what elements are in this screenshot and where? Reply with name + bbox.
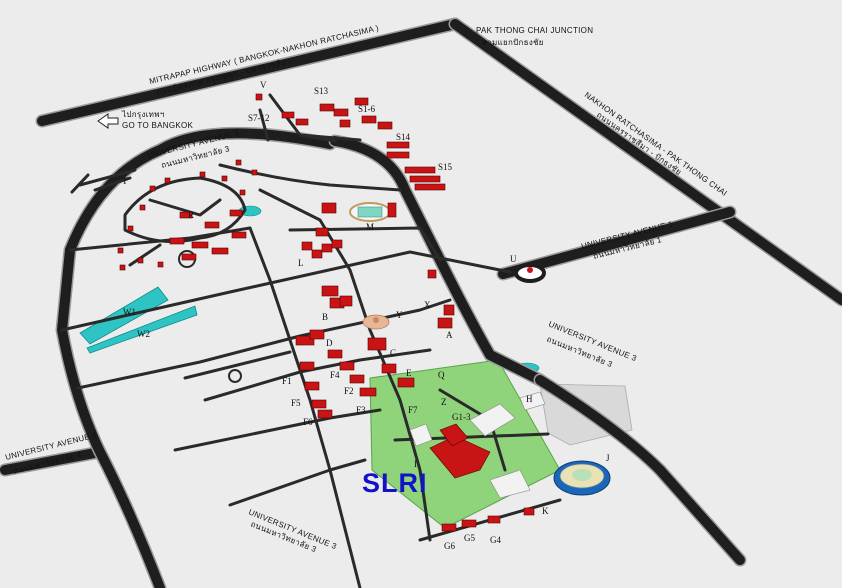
label-f7: F7 bbox=[408, 405, 418, 415]
label-w2: W2 bbox=[137, 329, 150, 339]
label-g4: G4 bbox=[490, 535, 501, 545]
buildings bbox=[117, 93, 546, 532]
label-b: B bbox=[322, 312, 328, 322]
sports-field-m bbox=[349, 202, 391, 222]
label-f6: F6 bbox=[303, 417, 313, 427]
label-s15: S15 bbox=[438, 162, 453, 172]
label-f3: F3 bbox=[356, 405, 366, 415]
label-u: U bbox=[510, 254, 517, 264]
label-s13: S13 bbox=[314, 86, 329, 96]
label-f1: F1 bbox=[282, 376, 292, 386]
label-s14: S14 bbox=[396, 132, 411, 142]
label-m: M bbox=[366, 222, 374, 232]
label-t: T bbox=[122, 176, 128, 186]
label-v: V bbox=[260, 80, 267, 90]
slri-label: SLRI bbox=[362, 468, 428, 498]
label-k: K bbox=[542, 506, 549, 516]
label-e: E bbox=[406, 368, 412, 378]
label-l: L bbox=[298, 258, 304, 268]
label-y: Y bbox=[396, 310, 403, 320]
to-bangkok-thai: ไปกรุงเทพฯ bbox=[121, 110, 165, 119]
label-f4: F4 bbox=[330, 370, 340, 380]
label-i: I bbox=[414, 459, 417, 469]
label-s1-6: S1-6 bbox=[358, 104, 376, 114]
roundabout-u bbox=[514, 263, 546, 283]
label-w1: W1 bbox=[123, 307, 136, 317]
road-label-pak-thong-chai-thai: สามแยกปักธงชัย bbox=[482, 38, 544, 47]
label-s7-12: S7-12 bbox=[248, 113, 270, 123]
label-j: J bbox=[606, 453, 610, 463]
location-labels: V S13 S1-6 S7-12 S14 S15 T R M L U X B Y… bbox=[122, 80, 610, 551]
label-f5: F5 bbox=[291, 398, 301, 408]
label-z: Z bbox=[441, 397, 447, 407]
label-g6: G6 bbox=[444, 541, 455, 551]
label-g1-3: G1-3 bbox=[452, 412, 471, 422]
label-a: A bbox=[446, 330, 453, 340]
arrow-left-icon bbox=[97, 113, 119, 129]
label-h: H bbox=[526, 394, 533, 404]
road-label-nakhon-ratchasima: NAKHON RATCHASIMA - PAK THONG CHAI bbox=[583, 90, 729, 198]
plaza-y bbox=[362, 314, 390, 330]
label-x: X bbox=[424, 300, 431, 310]
slri-dome-j bbox=[553, 460, 611, 496]
label-f2: F2 bbox=[344, 386, 354, 396]
label-r: R bbox=[188, 210, 194, 220]
label-q: Q bbox=[438, 370, 445, 380]
road-label-pak-thong-chai: PAK THONG CHAI JUNCTION bbox=[476, 26, 593, 35]
to-bangkok: GO TO BANGKOK bbox=[122, 121, 194, 130]
label-d: D bbox=[326, 338, 333, 348]
road-label-nakhon-ratchasima-thai: ถนนนครราชสีมา - ปักธงชัย bbox=[595, 110, 683, 177]
label-g5: G5 bbox=[464, 533, 475, 543]
pond-w2 bbox=[86, 305, 198, 354]
label-c: C bbox=[390, 348, 396, 358]
